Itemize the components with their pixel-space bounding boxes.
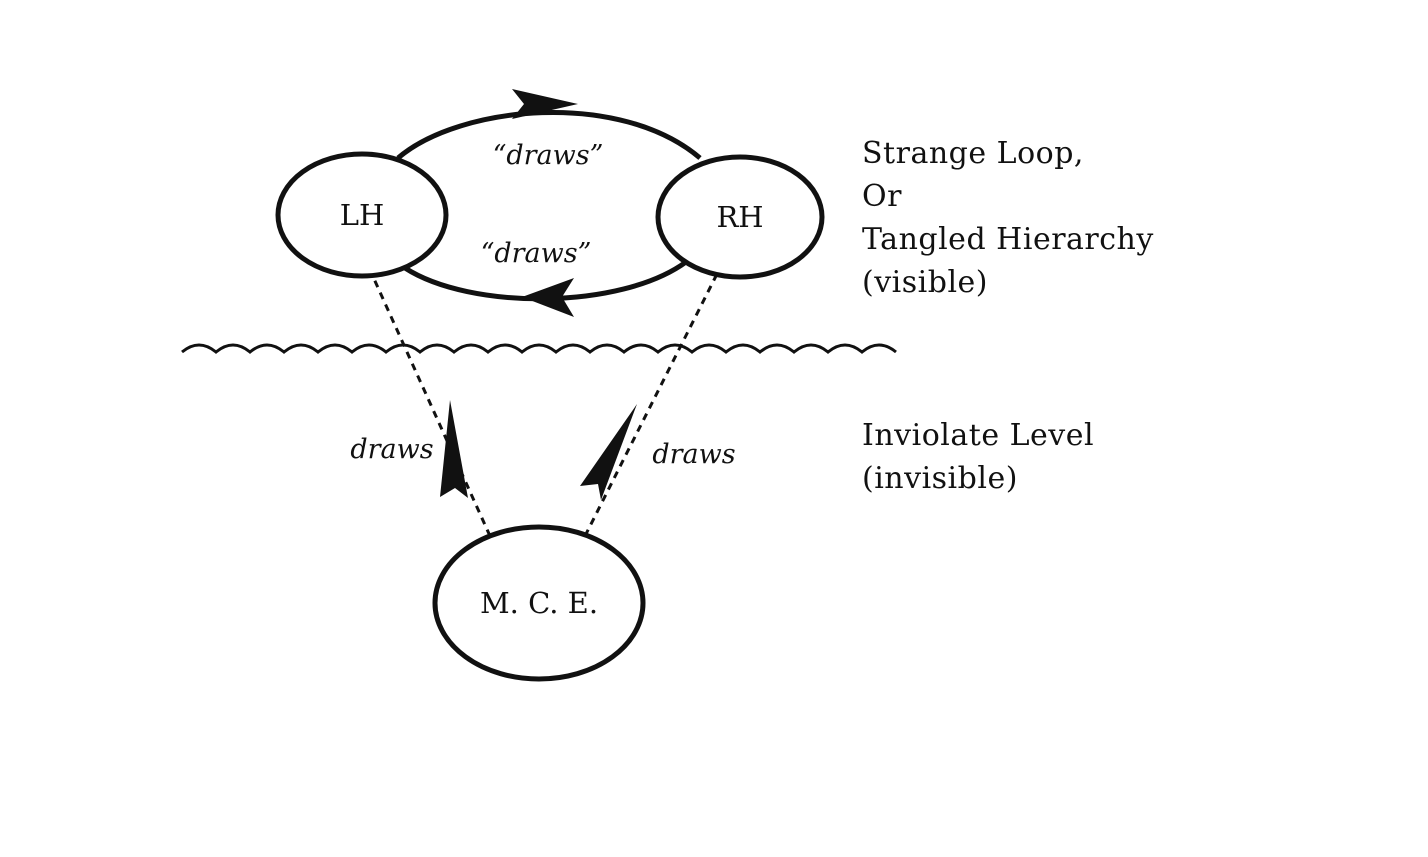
dashed-link-lh	[368, 269, 492, 537]
caption-line: Strange Loop,	[862, 136, 1084, 171]
right-edge-label: draws	[652, 439, 735, 470]
strange-loop-caption: Strange Loop, Or Tangled Hierarchy (visi…	[862, 132, 1154, 304]
rh-node	[655, 154, 825, 280]
caption-line: (visible)	[862, 265, 988, 300]
water-line	[181, 343, 897, 354]
right-up-arrowhead-icon	[580, 404, 637, 500]
lh-node	[275, 151, 449, 279]
left-edge-label: draws	[350, 434, 433, 465]
left-up-arrowhead-icon	[440, 400, 468, 498]
caption-line: (invisible)	[862, 461, 1018, 496]
rh-label: RH	[716, 200, 763, 234]
inviolate-level-caption: Inviolate Level (invisible)	[862, 414, 1094, 500]
caption-line: Tangled Hierarchy	[862, 222, 1154, 257]
dashed-link-rh	[583, 271, 720, 537]
mce-node	[432, 524, 646, 682]
top-loop-arc	[396, 109, 702, 160]
mce-label: M. C. E.	[480, 586, 598, 620]
bottom-edge-label: “draws”	[481, 238, 592, 269]
top-edge-label: “draws”	[493, 140, 604, 171]
top-arrowhead-icon	[512, 89, 578, 119]
caption-line: Inviolate Level	[862, 418, 1095, 453]
bottom-arrowhead-icon	[522, 278, 574, 317]
lh-label: LH	[340, 198, 385, 232]
caption-line: Or	[862, 179, 902, 214]
